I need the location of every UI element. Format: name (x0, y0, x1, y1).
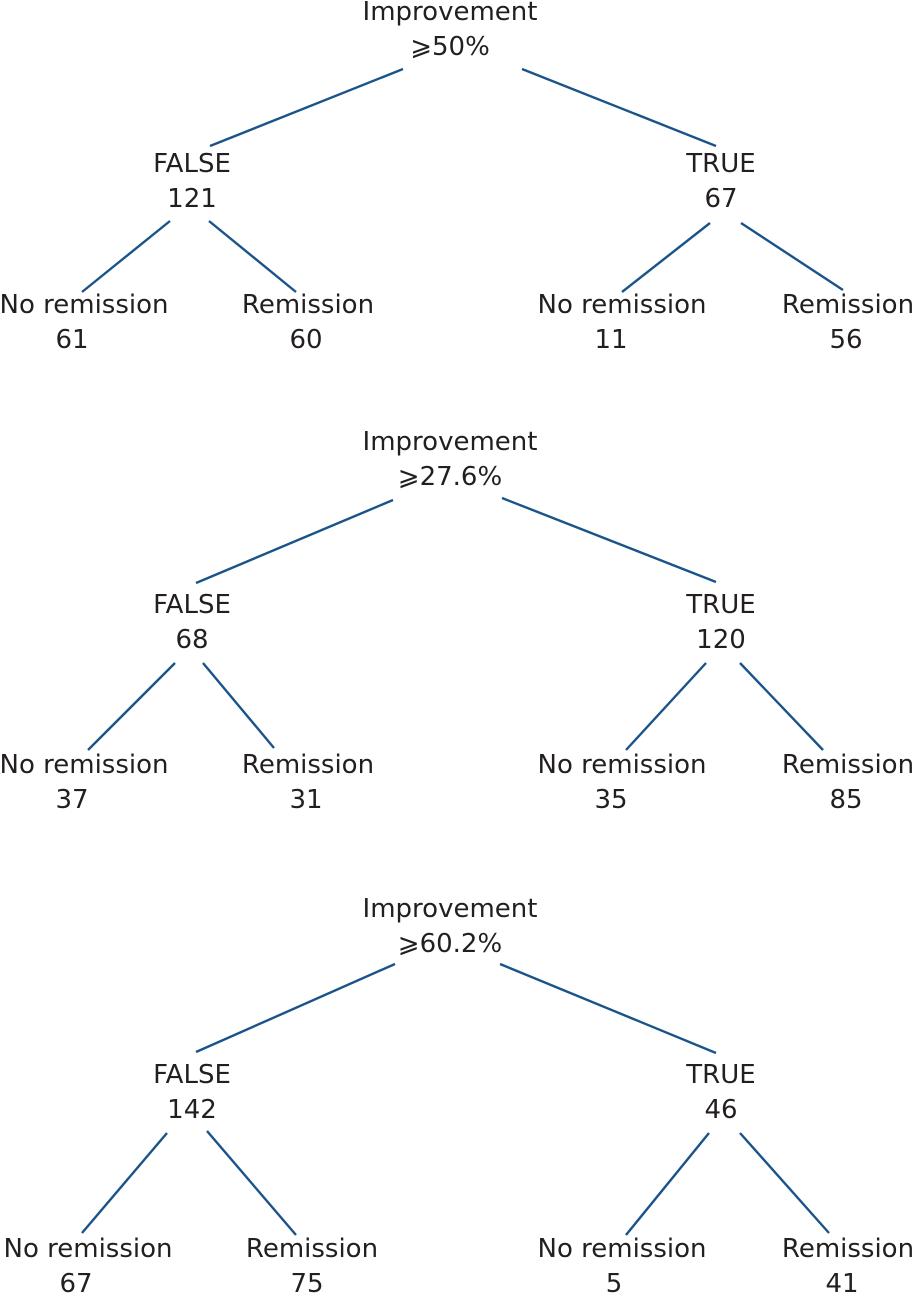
leaf-count: 5 (605, 1269, 623, 1299)
branch-label: FALSE (153, 590, 231, 620)
tree-3-connectors (81, 962, 830, 1236)
branch-false-node: FALSE 142 (153, 1058, 231, 1128)
branch-true-node: TRUE 46 (686, 1058, 755, 1128)
leaf-label: No remission (0, 290, 169, 320)
edge-false-to-no-remission (81, 1132, 168, 1234)
edge-false-to-remission (202, 662, 275, 749)
leaf-count: 75 (290, 1269, 324, 1299)
edge-true-to-no-remission (625, 662, 707, 751)
branch-true-node: TRUE 67 (686, 147, 755, 217)
leaf-label: Remission (781, 750, 912, 780)
leaf-no-remission-node: No remission 35 (538, 748, 707, 818)
edge-false-to-remission (208, 220, 297, 293)
branch-label: TRUE (686, 149, 756, 179)
edge-root-to-false (209, 67, 404, 148)
leaf-count: 56 (829, 325, 863, 355)
leaf-remission-node: Remission 85 (782, 748, 912, 818)
leaf-remission-node: Remission 41 (782, 1232, 912, 1302)
leaf-label: Remission (241, 750, 375, 780)
leaf-remission-node: Remission 56 (782, 288, 912, 358)
decision-tree-2: Improvement ⩾27.6% FALSE 68 TRUE 120 No … (0, 427, 912, 815)
leaf-count: 11 (594, 325, 628, 355)
edge-root-to-false (195, 962, 396, 1054)
leaf-count: 41 (825, 1269, 859, 1299)
root-condition: ⩾27.6% (397, 462, 503, 492)
leaf-label: No remission (537, 750, 707, 780)
branch-false-node: FALSE 121 (153, 147, 231, 217)
leaf-no-remission-node: No remission 67 (4, 1232, 173, 1302)
branch-label: TRUE (686, 1060, 756, 1090)
leaf-label: Remission (781, 290, 912, 320)
branch-true-node: TRUE 120 (686, 588, 755, 658)
branch-count: 68 (175, 625, 209, 655)
leaf-no-remission-node: No remission 5 (538, 1232, 707, 1302)
leaf-remission-node: Remission 60 (242, 288, 374, 358)
leaf-remission-node: Remission 75 (246, 1232, 378, 1302)
edge-true-to-no-remission (625, 1132, 710, 1236)
edge-root-to-true (501, 496, 717, 584)
branch-label: FALSE (153, 149, 231, 179)
root-node: Improvement ⩾27.6% (363, 425, 538, 495)
root-condition: ⩾60.2% (397, 929, 503, 959)
leaf-count: 60 (289, 325, 323, 355)
edge-root-to-false (195, 498, 394, 585)
leaf-no-remission-node: No remission 61 (0, 288, 169, 358)
edge-root-to-true (521, 67, 717, 148)
leaf-count: 31 (289, 785, 323, 815)
branch-label: FALSE (153, 1060, 231, 1090)
leaf-count: 35 (594, 785, 628, 815)
root-condition: ⩾50% (410, 32, 490, 62)
edge-false-to-remission (206, 1130, 297, 1236)
leaf-count: 85 (829, 785, 863, 815)
leaf-label: No remission (0, 750, 169, 780)
leaf-count: 61 (55, 325, 89, 355)
branch-count: 46 (704, 1095, 738, 1125)
root-node: Improvement ⩾50% (363, 0, 538, 65)
decision-tree-3: Improvement ⩾60.2% FALSE 142 TRUE 46 No … (0, 894, 912, 1299)
branch-count: 67 (704, 184, 738, 214)
branch-count: 120 (696, 625, 746, 655)
edge-true-to-remission (740, 221, 844, 292)
leaf-label: No remission (3, 1234, 173, 1264)
root-label: Improvement (362, 427, 538, 457)
tree-1-connectors (81, 67, 844, 293)
branch-count: 142 (167, 1095, 217, 1125)
decision-tree-1: Improvement ⩾50% FALSE 121 TRUE 67 No re… (0, 0, 912, 370)
leaf-label: Remission (241, 290, 375, 320)
leaf-count: 67 (59, 1269, 93, 1299)
leaf-no-remission-node: No remission 37 (0, 748, 169, 818)
branch-false-node: FALSE 68 (153, 588, 231, 658)
leaf-label: No remission (537, 290, 707, 320)
leaf-label: Remission (781, 1234, 912, 1264)
root-label: Improvement (362, 0, 538, 27)
leaf-label: No remission (537, 1234, 707, 1264)
leaf-label: Remission (245, 1234, 379, 1264)
edge-false-to-no-remission (87, 662, 176, 751)
branch-label: TRUE (686, 590, 756, 620)
root-node: Improvement ⩾60.2% (363, 892, 538, 962)
leaf-no-remission-node: No remission 11 (538, 288, 707, 358)
edge-true-to-remission (739, 1132, 830, 1234)
edge-true-to-remission (739, 662, 824, 751)
edge-false-to-no-remission (81, 220, 171, 293)
leaf-remission-node: Remission 31 (242, 748, 374, 818)
edge-root-to-true (499, 962, 717, 1055)
leaf-count: 37 (55, 785, 89, 815)
edge-true-to-no-remission (621, 222, 711, 293)
root-label: Improvement (362, 894, 538, 924)
tree-2-connectors (87, 496, 824, 751)
branch-count: 121 (167, 184, 217, 214)
